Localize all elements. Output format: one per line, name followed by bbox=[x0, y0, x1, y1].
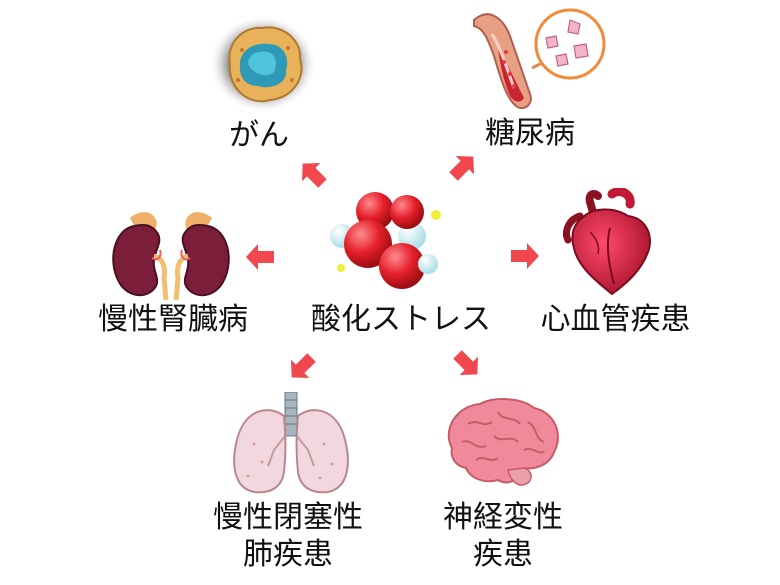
cancer-cell-icon bbox=[208, 14, 318, 114]
heart-icon bbox=[560, 187, 660, 298]
free-radical-molecule-icon bbox=[318, 188, 448, 298]
center-label: 酸化ストレス bbox=[311, 302, 491, 337]
neuro-label-line2: 疾患 bbox=[473, 537, 533, 572]
arrow-to-neuro-icon bbox=[446, 345, 486, 385]
arrow-to-cancer-icon bbox=[294, 157, 334, 197]
copd-label-line2: 肺疾患 bbox=[243, 537, 333, 572]
arrow-to-copd-icon bbox=[283, 348, 323, 388]
cvd-label: 心血管疾患 bbox=[540, 302, 691, 337]
blood-vessel-glucose-icon bbox=[470, 6, 610, 118]
lungs-icon bbox=[228, 391, 354, 496]
arrow-to-diabetes-icon bbox=[442, 150, 482, 190]
cancer-label: がん bbox=[229, 118, 289, 153]
neuro-label-line1: 神経変性 bbox=[443, 500, 563, 535]
diabetes-label: 糖尿病 bbox=[485, 116, 575, 151]
arrow-to-ckd-icon bbox=[242, 239, 282, 279]
copd-label-line1: 慢性閉塞性 bbox=[213, 500, 363, 535]
ckd-label: 慢性腎臓病 bbox=[98, 302, 248, 337]
arrow-to-cvd-icon bbox=[503, 238, 543, 278]
kidneys-icon bbox=[104, 204, 238, 304]
brain-icon bbox=[438, 394, 566, 494]
